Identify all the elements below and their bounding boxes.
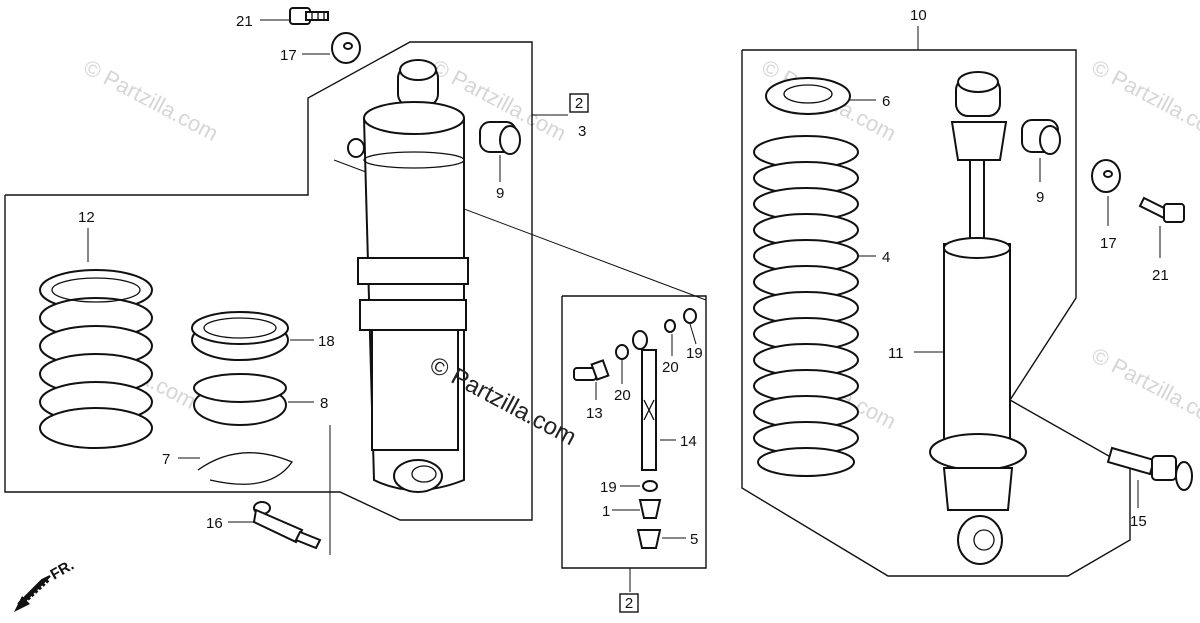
callout-20-a: 20 [614,387,631,404]
circlip-7 [197,452,293,485]
callout-19-bottom: 19 [600,479,617,496]
callout-11: 11 [888,345,904,362]
callout-17-right: 17 [1100,235,1117,252]
spring-seat-6 [765,77,851,115]
callout-15: 15 [1130,513,1147,530]
right-assembly-frame [741,49,1131,577]
callout-18: 18 [318,333,335,350]
callout-5: 5 [690,531,698,548]
callout-2-bottom: 2 [625,595,633,612]
shock-body-right [929,71,1027,565]
callout-9-right: 9 [1036,189,1044,206]
watermark-faint: © Partzilla.com [80,54,223,146]
shock-body-left [347,59,469,493]
callout-21-right: 21 [1152,267,1169,284]
callout-20-b: 20 [662,359,679,376]
front-arrow-icon [14,575,51,612]
collar-8 [193,373,287,426]
ref-box-bottom [619,593,639,613]
callout-9-left: 9 [496,185,504,202]
callout-6: 6 [882,93,890,110]
direction-label: FR. [48,557,77,584]
washer-17-right [1091,159,1121,193]
callout-13: 13 [586,405,603,422]
center-hose-frame [561,295,707,569]
callout-16: 16 [206,515,223,532]
callout-10: 10 [910,7,927,24]
hose-assembly [573,308,697,549]
callout-7: 7 [162,451,170,468]
spring-12 [39,269,153,449]
callout-19-top: 19 [686,345,703,362]
bushing-9-right [1021,119,1061,155]
spring-4 [753,135,859,477]
bolt-16 [252,501,322,550]
left-assembly-frame [4,41,533,521]
watermark-faint: © Partzilla.com [1088,54,1200,146]
bolt-21-left [289,7,329,25]
callout-4: 4 [882,249,890,266]
bolt-15 [1106,446,1193,491]
callout-1: 1 [602,503,610,520]
washer-17-left [331,32,361,64]
callout-12: 12 [78,209,95,226]
spring-seat-18 [191,311,289,361]
callout-3: 3 [578,123,586,140]
callout-17-left: 17 [280,47,297,64]
callout-2-top: 2 [575,95,583,112]
watermark-faint: © Partzilla.com [1088,342,1200,434]
callout-21-left: 21 [236,13,253,30]
leader-19-top [689,323,697,345]
bolt-21-right [1138,196,1185,223]
bushing-9-left [479,121,521,155]
callout-8: 8 [320,395,328,412]
ref-box-top [569,93,589,113]
callout-14: 14 [680,433,697,450]
